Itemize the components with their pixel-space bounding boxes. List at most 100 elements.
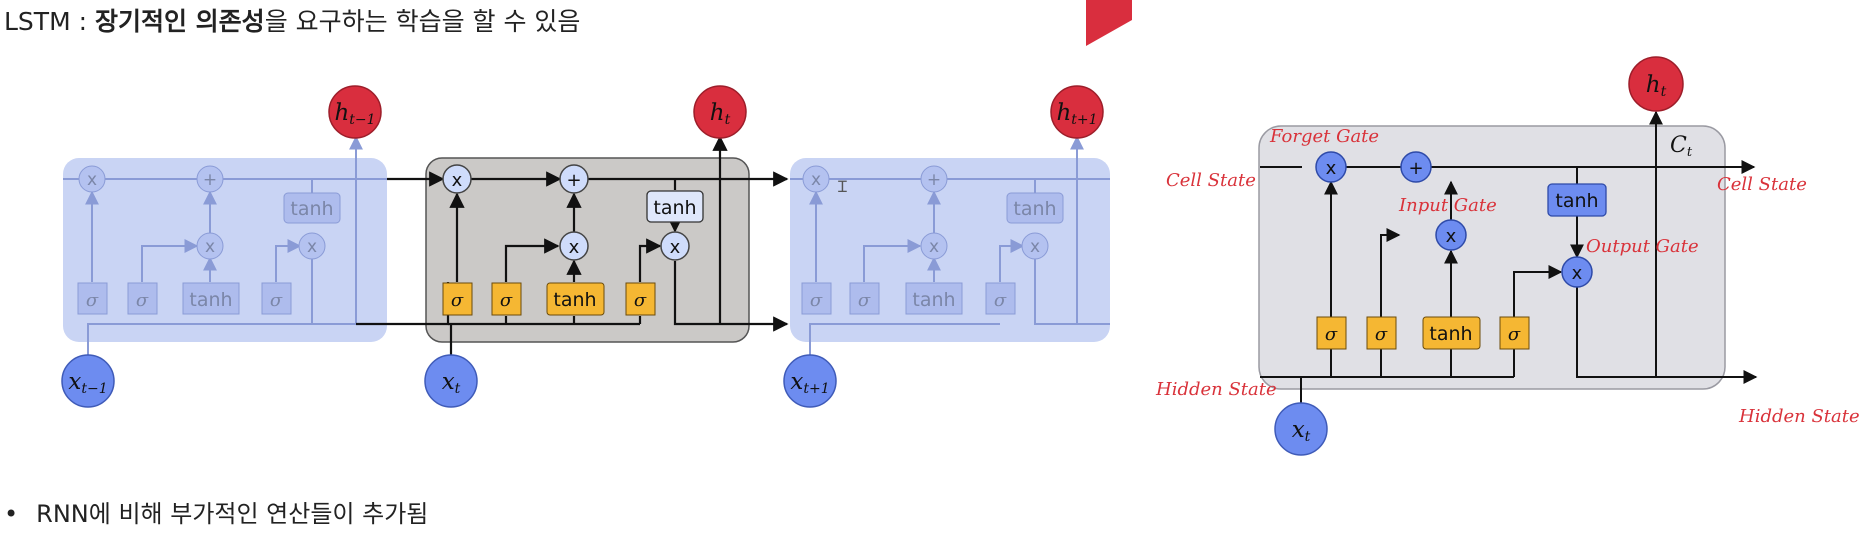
input-gate-label: Input Gate xyxy=(1398,195,1497,216)
add-op: + xyxy=(203,170,217,190)
title-bold: 장기적인 의존성 xyxy=(94,7,265,36)
input-x-next: xt+1 xyxy=(783,354,837,408)
sigma-gate-output: σ xyxy=(1508,324,1521,345)
mult-op-forget: x xyxy=(811,170,821,190)
svg-text:xt+1: xt+1 xyxy=(790,369,829,397)
detail-nodes: x + x x tanh σ σ tanh σ xyxy=(1315,151,1607,350)
x-current-sub: t xyxy=(455,381,461,397)
h-current-sub: t xyxy=(725,112,731,128)
svg-text:xt: xt xyxy=(442,369,461,397)
svg-text:ht+1: ht+1 xyxy=(1056,100,1097,128)
mult-op-input: x xyxy=(205,237,215,257)
c-base: C xyxy=(1670,133,1687,158)
mult-op-input: x xyxy=(1446,226,1457,247)
mult-op-input: x xyxy=(569,237,580,258)
bullet-dot-icon: • xyxy=(4,500,19,528)
lstm-detail-diagram: x + x x tanh σ σ tanh σ ht xt xyxy=(1142,40,1868,506)
detail-x-sub: t xyxy=(1305,429,1311,445)
mult-op-forget: x xyxy=(452,170,463,191)
sigma-gate-output: σ xyxy=(994,290,1007,311)
tanh-op: tanh xyxy=(290,198,333,220)
tanh-gate: tanh xyxy=(1429,323,1472,345)
sigma-gate-input: σ xyxy=(500,290,513,311)
detail-output-h: ht xyxy=(1628,56,1684,112)
cell-previous-nodes: x + x x tanh σ σ tanh σ xyxy=(77,165,341,315)
hidden-state-left-label: Hidden State xyxy=(1155,379,1277,400)
hidden-state-right-label: Hidden State xyxy=(1738,406,1860,427)
cell-current-nodes: x + x x tanh σ σ tanh σ xyxy=(442,164,704,316)
sigma-gate-forget: σ xyxy=(810,290,823,311)
text-cursor-icon: Ɪ xyxy=(838,177,847,196)
sigma-gate-forget: σ xyxy=(451,290,464,311)
tanh-op: tanh xyxy=(653,197,696,219)
tanh-gate: tanh xyxy=(912,289,955,311)
detail-x-base: x xyxy=(1292,417,1305,443)
tanh-gate: tanh xyxy=(189,289,232,311)
h-next-sub: t+1 xyxy=(1071,112,1097,128)
lstm-cell-previous: x + x x tanh σ σ tanh σ xyxy=(63,135,387,355)
title-prefix: LSTM : xyxy=(4,7,95,36)
add-op: + xyxy=(566,170,581,191)
mult-op-output: x xyxy=(1572,263,1583,284)
corner-accent-shape xyxy=(1086,0,1132,46)
slide-title: LSTM : 장기적인 의존성을 요구하는 학습을 할 수 있음 xyxy=(4,2,580,38)
sigma-gate-output: σ xyxy=(634,290,647,311)
bullet-point: • RNN에 비해 부가적인 연산들이 추가됨 xyxy=(4,494,428,529)
mult-op-output: x xyxy=(1030,237,1040,257)
x-next-base: x xyxy=(790,369,803,395)
lstm-cell-current: x + x x tanh σ σ tanh σ xyxy=(356,135,789,355)
c-sub: t xyxy=(1687,145,1693,160)
detail-h-base: h xyxy=(1646,72,1661,98)
svg-text:ht: ht xyxy=(710,100,731,128)
detail-labels: Forget Gate Cell State Cell State Input … xyxy=(1155,126,1860,427)
sigma-gate-input: σ xyxy=(858,290,871,311)
h-current-base: h xyxy=(710,100,725,126)
x-prev-base: x xyxy=(68,369,81,395)
h-next-base: h xyxy=(1056,100,1071,126)
detail-h-sub: t xyxy=(1661,84,1667,100)
sigma-gate-input: σ xyxy=(1375,324,1388,345)
mult-op-forget: x xyxy=(87,170,97,190)
output-gate-label: Output Gate xyxy=(1586,236,1699,257)
title-suffix: 을 요구하는 학습을 할 수 있음 xyxy=(264,7,581,36)
x-prev-sub: t−1 xyxy=(81,381,107,397)
slide: LSTM : 장기적인 의존성을 요구하는 학습을 할 수 있음 xyxy=(4,0,1132,529)
output-h-next: ht+1 xyxy=(1050,85,1104,139)
output-h-current: ht xyxy=(693,85,747,139)
lstm-chain-diagram: x + x x tanh σ σ tanh σ xyxy=(61,0,1132,408)
output-h-previous: ht−1 xyxy=(328,85,382,139)
sigma-gate-input: σ xyxy=(136,290,149,311)
add-op: + xyxy=(1408,158,1423,179)
tanh-op: tanh xyxy=(1013,198,1056,220)
svg-text:xt−1: xt−1 xyxy=(68,369,107,397)
svg-text:ht−1: ht−1 xyxy=(334,100,375,128)
add-op: + xyxy=(927,170,941,190)
bullet-text: RNN에 비해 부가적인 연산들이 추가됨 xyxy=(36,500,429,528)
x-current-base: x xyxy=(442,369,455,395)
lstm-detail-panel: x + x x tanh σ σ tanh σ ht xt xyxy=(1142,0,1868,536)
h-prev-base: h xyxy=(334,100,349,126)
cell-state-symbol: Ct xyxy=(1670,133,1693,160)
detail-input-x: xt xyxy=(1274,402,1328,456)
tanh-gate: tanh xyxy=(553,289,596,311)
cell-state-left-label: Cell State xyxy=(1166,170,1256,191)
lstm-cell-next: x + x x tanh σ σ tanh σ xyxy=(790,135,1110,355)
svg-text:xt: xt xyxy=(1292,417,1311,445)
x-next-sub: t+1 xyxy=(803,381,829,397)
mult-op-output: x xyxy=(670,237,681,258)
input-x-previous: xt−1 xyxy=(61,354,115,408)
mult-op-forget: x xyxy=(1326,158,1337,179)
sigma-gate-output: σ xyxy=(270,290,283,311)
panel-gap xyxy=(1132,0,1142,536)
input-x-current: xt xyxy=(424,354,478,408)
h-prev-sub: t−1 xyxy=(349,112,375,128)
tanh-op: tanh xyxy=(1555,190,1598,212)
mult-op-input: x xyxy=(929,237,939,257)
mult-op-output: x xyxy=(307,237,317,257)
forget-gate-label: Forget Gate xyxy=(1269,126,1379,147)
cell-state-right-label: Cell State xyxy=(1717,174,1807,195)
sigma-gate-forget: σ xyxy=(86,290,99,311)
sigma-gate-forget: σ xyxy=(1325,324,1338,345)
svg-text:ht: ht xyxy=(1646,72,1667,100)
cell-next-nodes: x + x x tanh σ σ tanh σ xyxy=(801,165,1064,315)
